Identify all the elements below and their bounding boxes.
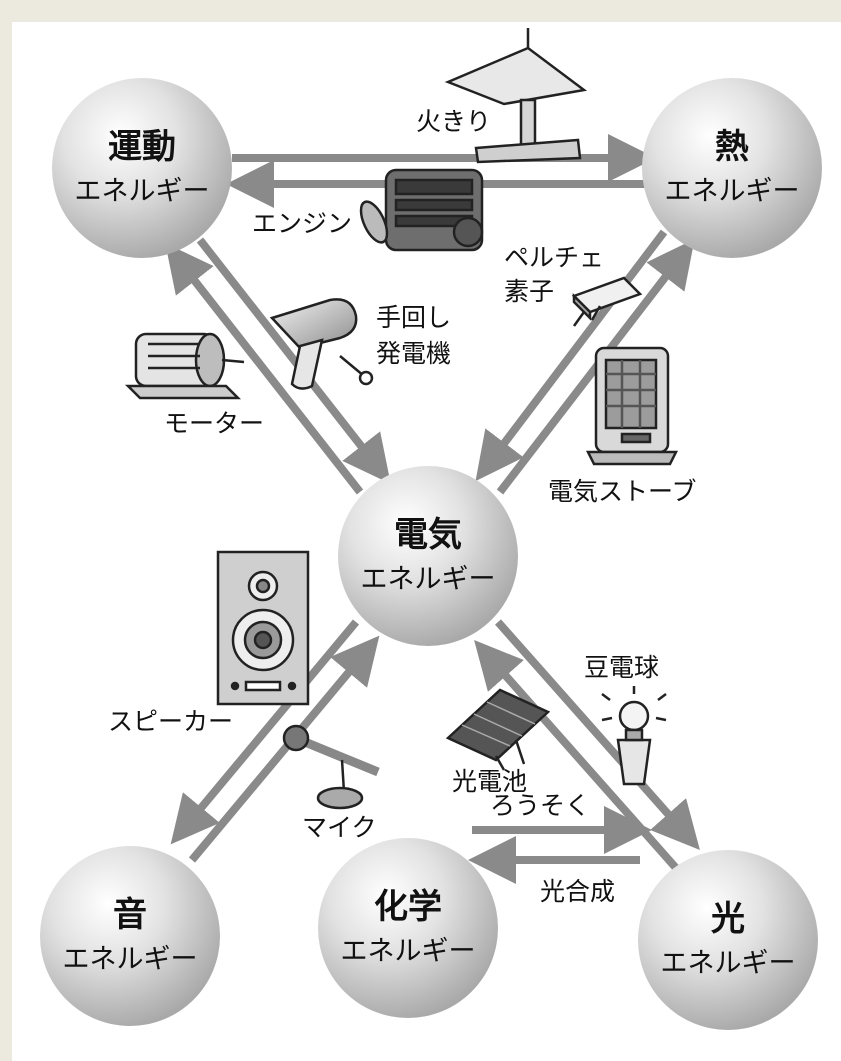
- label-engine: エンジン: [252, 209, 352, 238]
- node-heat-subtitle: エネルギー: [665, 176, 800, 207]
- arrow-heat-to-electric: [475, 229, 668, 482]
- node-light: 光 エネルギー: [638, 850, 818, 1030]
- node-electric-title: 電気: [394, 515, 462, 555]
- arrow-kinetic-to-electric: [196, 237, 391, 484]
- solar-cell-icon: [445, 688, 551, 771]
- label-solar-cell: 光電池: [452, 767, 527, 796]
- label-fire-drill: 火きり: [416, 107, 491, 136]
- node-chemical: 化学 エネルギー: [318, 838, 498, 1018]
- label-speaker: スピーカー: [108, 707, 233, 736]
- label-photosynthesis: 光合成: [540, 877, 615, 906]
- node-sound-title: 音: [113, 895, 147, 935]
- arrows: [165, 134, 700, 884]
- arrow-electric-to-kinetic: [165, 243, 364, 495]
- label-light-bulb: 豆電球: [584, 653, 659, 682]
- label-hand-generator-line2: 発電機: [376, 339, 451, 368]
- node-heat-title: 熱: [715, 127, 749, 167]
- fire-drill-icon: [444, 28, 588, 164]
- motor-icon: [124, 332, 245, 400]
- node-sound: 音 エネルギー: [40, 846, 220, 1026]
- arrow-electric-to-heat: [496, 238, 695, 495]
- node-electric: 電気 エネルギー: [338, 466, 518, 646]
- node-light-title: 光: [711, 899, 745, 939]
- label-microphone: マイク: [302, 813, 377, 842]
- label-motor: モーター: [164, 409, 264, 438]
- node-kinetic-subtitle: エネルギー: [75, 176, 210, 207]
- speaker-icon: [216, 550, 310, 706]
- label-hand-generator-line1: 手回し: [376, 303, 451, 332]
- label-peltier-line1: ペルチェ: [504, 243, 604, 272]
- microphone-icon: [282, 724, 380, 810]
- node-chemical-title: 化学: [374, 887, 442, 927]
- energy-conversion-diagram: 運動 エネルギー 熱 エネルギー 電気 エネルギー 音 エネルギー 化学 エネル…: [40, 28, 822, 1030]
- label-candle: ろうそく: [490, 791, 590, 820]
- node-chemical-subtitle: エネルギー: [341, 936, 476, 967]
- node-electric-subtitle: エネルギー: [361, 564, 496, 595]
- node-light-subtitle: エネルギー: [661, 948, 796, 979]
- engine-icon: [359, 168, 484, 252]
- label-electric-heater: 電気ストーブ: [548, 477, 697, 506]
- arrow-electric-to-light: [495, 619, 700, 850]
- hand-crank-generator-icon: [269, 298, 374, 390]
- node-kinetic-title: 運動: [108, 127, 176, 167]
- peltier-element-icon: [571, 276, 643, 327]
- node-kinetic: 運動 エネルギー: [52, 78, 232, 258]
- node-sound-subtitle: エネルギー: [63, 944, 198, 975]
- label-peltier-line2: 素子: [504, 277, 554, 306]
- light-bulb-icon: [601, 686, 667, 786]
- node-heat: 熱 エネルギー: [642, 78, 822, 258]
- electric-heater-icon: [585, 346, 679, 466]
- arrow-sound-to-electric: [188, 635, 380, 863]
- arrow-electric-to-sound: [170, 619, 360, 845]
- diagram-canvas: 運動 エネルギー 熱 エネルギー 電気 エネルギー 音 エネルギー 化学 エネル…: [12, 22, 841, 1061]
